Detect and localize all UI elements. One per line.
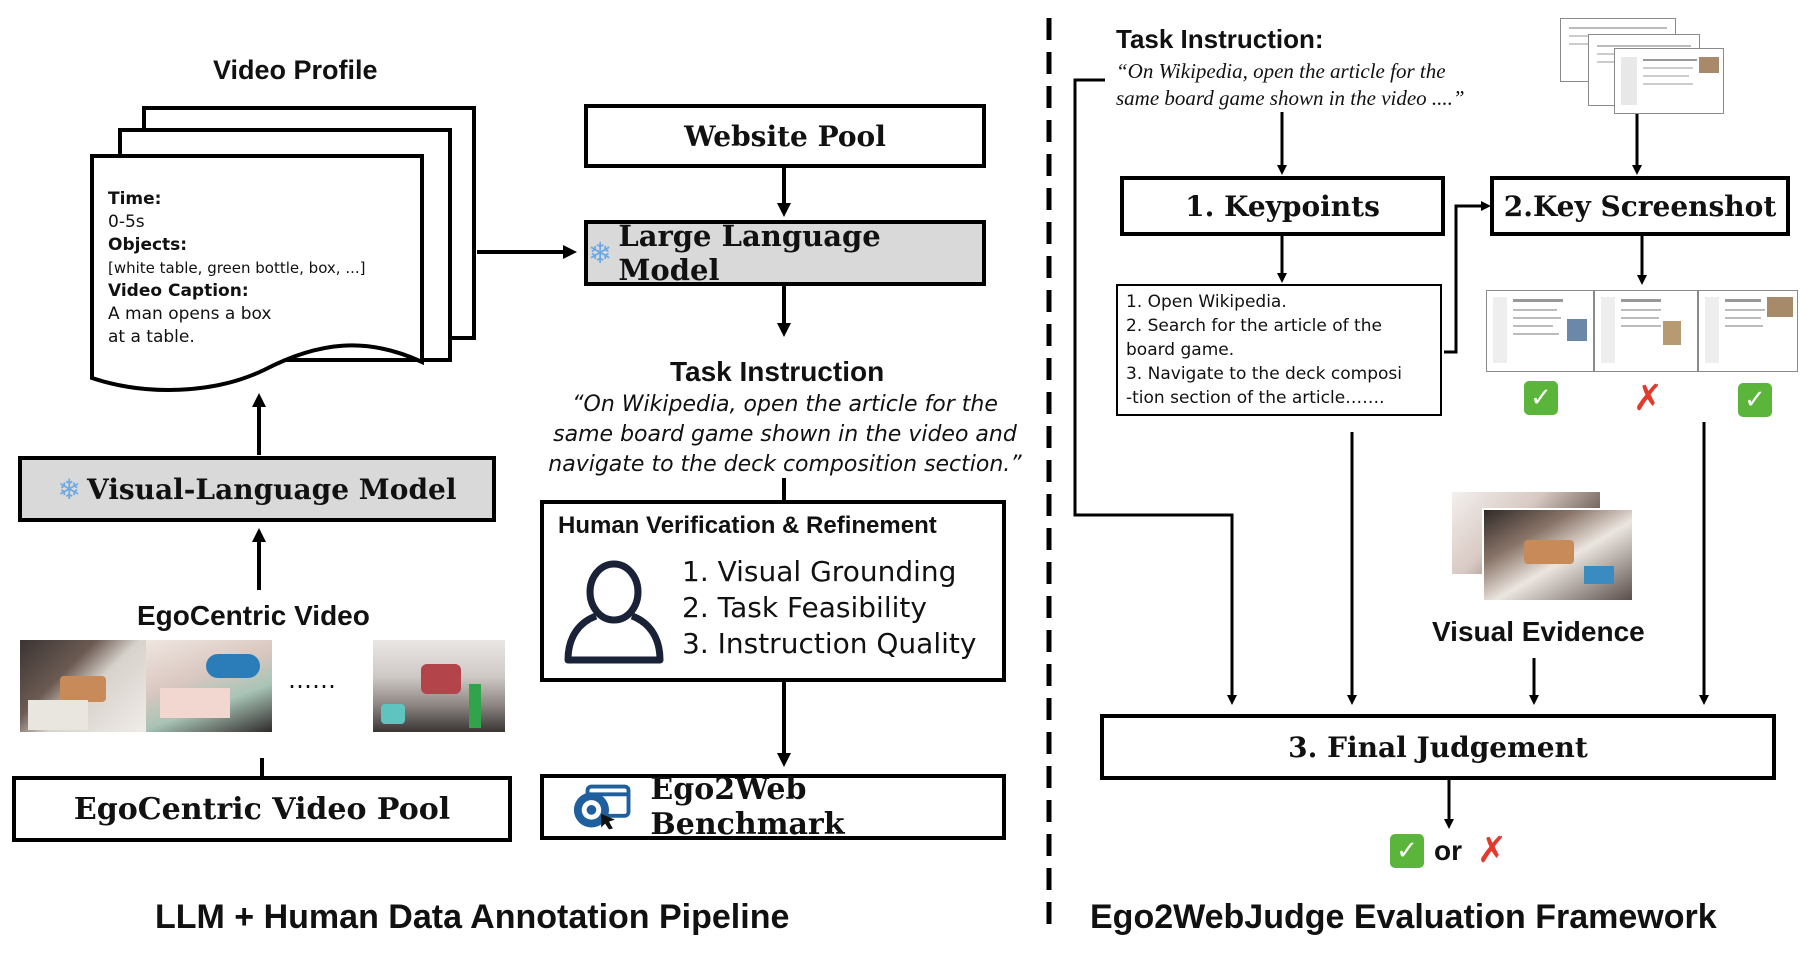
objects-label: Objects:	[108, 235, 188, 255]
arrow-steps-to-keyshot	[1444, 201, 1491, 354]
keypoints-box: 1. Keypoints	[1120, 176, 1445, 236]
keypoint-step-2-cont: board game.	[1126, 340, 1235, 360]
visual-language-model-label: Visual-Language Model	[86, 472, 457, 506]
wiki-screenshot-stack-3	[1614, 48, 1724, 114]
large-language-model-box: ❄ Large Language Model	[584, 219, 986, 287]
task-instruction-line-2: same board game shown in the video and	[553, 422, 1017, 447]
key-screenshot-thumb-3	[1698, 290, 1798, 372]
keypoint-step-1: 1. Open Wikipedia.	[1126, 292, 1287, 312]
video-frame-1	[20, 640, 146, 732]
check-mark-icon: ✓	[1390, 834, 1424, 868]
time-value: 0-5s	[108, 212, 145, 232]
keypoint-steps-box: 1. Open Wikipedia. 2. Search for the art…	[1116, 284, 1442, 416]
keypoint-step-3-cont: -tion section of the article…….	[1126, 388, 1385, 408]
right-footer-title: Ego2WebJudge Evaluation Framework	[1090, 898, 1717, 936]
egocentric-video-pool-label: EgoCentric Video Pool	[73, 791, 451, 827]
or-label: or	[1434, 835, 1462, 866]
video-profile-title: Video Profile	[213, 55, 378, 85]
caption-label: Video Caption:	[108, 281, 249, 301]
video-frame-2	[146, 640, 272, 732]
verification-list: 1. Visual Grounding 2. Task Feasibility …	[682, 554, 976, 662]
caption-line-1: A man opens a box	[108, 304, 272, 324]
visual-evidence-frame-2	[1482, 508, 1634, 602]
final-judgement-box: 3. Final Judgement	[1100, 714, 1776, 780]
snowflake-icon: ❄	[588, 236, 613, 270]
final-judgement-label: 3. Final Judgement	[1288, 730, 1588, 764]
right-task-instruction-line-2: same board game shown in the video ....”	[1116, 86, 1465, 110]
keypoints-label: 1. Keypoints	[1185, 189, 1380, 223]
website-pool-label: Website Pool	[684, 119, 886, 153]
task-instruction-quote: “On Wikipedia, open the article for the …	[520, 390, 1050, 480]
egocentric-video-pool-box: EgoCentric Video Pool	[12, 776, 512, 842]
ego2web-benchmark-box: Ego2Web Benchmark	[540, 772, 1006, 842]
verification-item-2: 2. Task Feasibility	[682, 591, 927, 624]
key-screenshot-label: 2.Key Screenshot	[1503, 189, 1777, 223]
video-frame-3	[373, 640, 505, 732]
key-screenshot-thumb-2	[1594, 290, 1698, 372]
check-mark-icon: ✓	[1738, 383, 1772, 417]
right-task-instruction-line-1: “On Wikipedia, open the article for the	[1116, 59, 1446, 83]
video-profile-content: Time: 0-5s Objects: [white table, green …	[108, 188, 438, 349]
egocentric-video-title: EgoCentric Video	[137, 600, 370, 631]
task-instruction-line-3: navigate to the deck composition section…	[548, 452, 1022, 477]
line-instruction-to-final	[1073, 78, 1237, 705]
visual-language-model-box: ❄ Visual-Language Model	[18, 456, 496, 522]
keypoint-step-3: 3. Navigate to the deck composi	[1126, 364, 1402, 384]
cross-mark-icon: ✗	[1476, 829, 1508, 871]
eye-cursor-icon	[573, 784, 631, 830]
large-language-model-label: Large Language Model	[618, 219, 881, 287]
task-instruction-line-1: “On Wikipedia, open the article for the	[572, 392, 998, 417]
keypoint-step-2: 2. Search for the article of the	[1126, 316, 1382, 336]
caption-line-2: at a table.	[108, 327, 195, 347]
key-screenshot-thumb-1	[1486, 290, 1594, 372]
cross-mark-icon: ✗	[1632, 377, 1664, 419]
ego2web-benchmark-label: Ego2Web Benchmark	[650, 772, 845, 842]
video-ellipsis: ……	[288, 666, 336, 694]
time-label: Time:	[108, 189, 162, 209]
left-footer-title: LLM + Human Data Annotation Pipeline	[155, 898, 790, 936]
right-task-instruction-quote: “On Wikipedia, open the article for the …	[1116, 58, 1465, 112]
person-icon	[564, 560, 664, 664]
right-task-instruction-title: Task Instruction:	[1116, 24, 1324, 54]
video-profile-document-stack	[90, 106, 476, 392]
verification-item-1: 1. Visual Grounding	[682, 555, 957, 588]
check-mark-icon: ✓	[1524, 381, 1558, 415]
verification-item-3: 3. Instruction Quality	[682, 627, 977, 660]
visual-evidence-label: Visual Evidence	[1432, 616, 1645, 647]
website-pool-box: Website Pool	[584, 104, 986, 168]
human-verification-title: Human Verification & Refinement	[558, 512, 937, 539]
human-verification-box: Human Verification & Refinement 1. Visua…	[540, 500, 1006, 682]
snowflake-icon: ❄	[57, 472, 81, 506]
objects-value: [white table, green bottle, box, ...]	[108, 259, 366, 277]
task-instruction-title: Task Instruction	[670, 356, 885, 387]
key-screenshot-box: 2.Key Screenshot	[1490, 176, 1790, 236]
